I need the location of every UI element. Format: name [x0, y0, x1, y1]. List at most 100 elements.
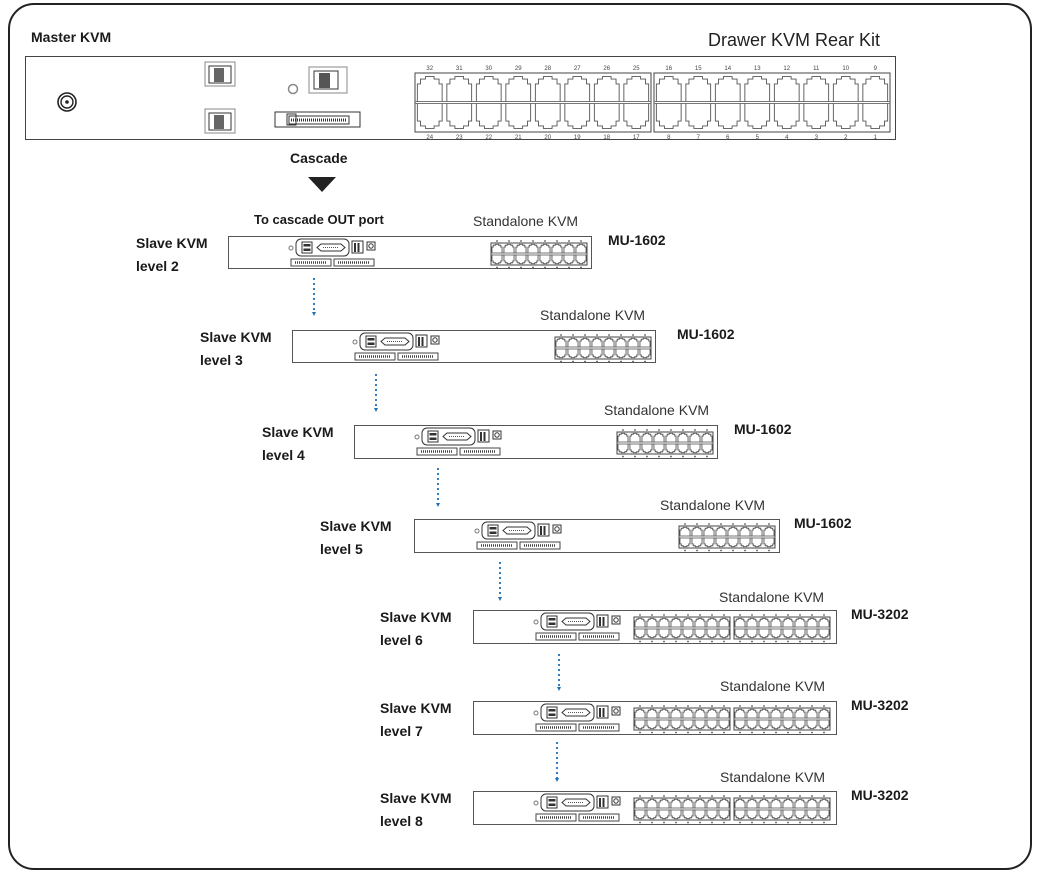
- slave-a-port-bottom-1: [646, 809, 658, 820]
- port-number-label: [675, 795, 677, 797]
- port-number-label: [811, 705, 813, 707]
- port-number-label: [568, 266, 570, 269]
- port-number-label: [706, 455, 708, 458]
- slave-kvm-level-label: level 6: [380, 632, 423, 648]
- port-number-label: [639, 731, 641, 734]
- led-indicator-icon: [533, 800, 539, 806]
- vga-port-icon: [561, 708, 591, 717]
- port-number-label: [651, 731, 653, 734]
- slave-b-port-top-7: [818, 798, 830, 809]
- port-number-label: [580, 266, 582, 269]
- master-b-port-10: [832, 76, 859, 102]
- port-number-label: [687, 614, 689, 616]
- slave-a-port-bottom-0: [634, 719, 646, 730]
- port-number-label: [496, 266, 498, 269]
- port-number-label: [787, 795, 789, 797]
- slave-port-top-5: [739, 526, 751, 537]
- port-number-label: [684, 549, 686, 552]
- port-number-label: [787, 731, 789, 734]
- model-label: MU-3202: [851, 787, 909, 803]
- port-number-label: [751, 640, 753, 643]
- port-number-label: [756, 523, 758, 525]
- slave-panel-graphics: [474, 521, 776, 552]
- port-number-label: [508, 240, 510, 242]
- slave-b-port-bottom-6: [806, 809, 818, 820]
- port-number-label: [811, 821, 813, 824]
- rj-port-icon: [537, 523, 550, 537]
- slave-b-port-bottom-2: [758, 809, 770, 820]
- slave-a-port-top-2: [658, 798, 670, 809]
- port-number-label: 2: [844, 135, 848, 141]
- rj-port-bottom-left-icon: [204, 108, 236, 134]
- slave-a-port-bottom-2: [658, 809, 670, 820]
- slave-port-top-5: [551, 243, 563, 254]
- port-number-label: [723, 821, 725, 824]
- slave-b-port-bottom-5: [794, 719, 806, 730]
- port-number-label: [675, 705, 677, 707]
- slave-b-port-bottom-3: [770, 628, 782, 639]
- slave-b-port-bottom-1: [746, 809, 758, 820]
- port-number-label: 19: [574, 135, 581, 141]
- master-b-port-8: [655, 103, 682, 129]
- slave-port-top-3: [653, 432, 665, 443]
- port-number-label: [744, 523, 746, 525]
- slave-b-port-bottom-3: [770, 809, 782, 820]
- slave-a-port-bottom-1: [646, 719, 658, 730]
- slave-port-bottom-4: [665, 443, 677, 454]
- slave-port-top-3: [527, 243, 539, 254]
- slave-kvm-name: Slave KVM: [320, 518, 392, 534]
- slave-a-port-top-6: [706, 617, 718, 628]
- port-number-label: [696, 523, 698, 525]
- slave-port-block: [678, 523, 776, 552]
- master-b-port-13: [744, 76, 771, 102]
- rj-port-cascade-icon: [308, 66, 348, 94]
- slave-a-port-bottom-5: [694, 628, 706, 639]
- port-number-label: [694, 455, 696, 458]
- port-number-label: 17: [633, 135, 640, 141]
- port-number-label: [560, 360, 562, 363]
- port-number-label: [708, 549, 710, 552]
- slave-port-top-0: [617, 432, 629, 443]
- port-number-label: [775, 614, 777, 616]
- slave-a-port-bottom-3: [670, 809, 682, 820]
- port-number-label: [532, 240, 534, 242]
- master-b-port-1: [862, 103, 889, 129]
- slave-kvm-level-label: level 3: [200, 352, 243, 368]
- slave-a-port-top-7: [718, 617, 730, 628]
- port-number-label: [799, 614, 801, 616]
- port-number-label: 28: [544, 66, 551, 72]
- master-a-port-23: [446, 103, 473, 129]
- port-number-label: [739, 795, 741, 797]
- power-jack-icon: [430, 335, 440, 345]
- master-a-port-22: [475, 103, 502, 129]
- port-number-label: [572, 334, 574, 336]
- master-a-port-24: [416, 103, 443, 129]
- slave-b-port-top-1: [746, 798, 758, 809]
- port-number-label: [751, 731, 753, 734]
- port-number-label: [675, 614, 677, 616]
- slave-port-top-0: [679, 526, 691, 537]
- slave-b-port-bottom-7: [818, 809, 830, 820]
- master-a-port-18: [593, 103, 620, 129]
- port-number-label: [823, 795, 825, 797]
- port-number-label: [682, 429, 684, 431]
- port-number-label: [658, 455, 660, 458]
- slave-a-port-top-7: [718, 798, 730, 809]
- cascade-db-connector-icon: [535, 632, 577, 641]
- slave-kvm-panel: [228, 236, 592, 269]
- port-number-label: [608, 360, 610, 363]
- slave-b-port-top-0: [734, 708, 746, 719]
- slave-kvm-panel: [292, 330, 656, 363]
- cascade-db-connector-icon: [333, 258, 375, 267]
- port-number-label: 8: [667, 135, 671, 141]
- slave-b-port-bottom-3: [770, 719, 782, 730]
- slave-panel-graphics: [533, 703, 831, 734]
- slave-a-port-block: [633, 705, 731, 734]
- port-number-label: [768, 549, 770, 552]
- slave-port-bottom-2: [579, 348, 591, 359]
- slave-a-port-top-0: [634, 798, 646, 809]
- port-number-label: 11: [813, 66, 820, 72]
- slave-kvm-name: Slave KVM: [262, 424, 334, 440]
- port-number-label: [496, 240, 498, 242]
